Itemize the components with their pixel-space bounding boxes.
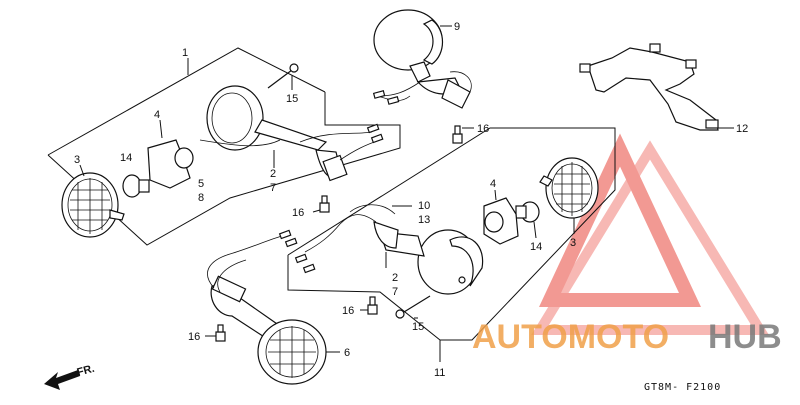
- callout-5: 5: [198, 178, 204, 190]
- connector-9: [372, 90, 400, 105]
- callout-15-bottom: 15: [412, 321, 424, 333]
- watermark-text-primary: AUTOMOTO: [472, 318, 669, 356]
- front-direction-arrow-icon: [44, 370, 80, 390]
- lens-right: [539, 157, 599, 219]
- signal-9: [373, 9, 471, 109]
- signal-6: [210, 275, 327, 385]
- watermark-logo: [531, 133, 769, 335]
- callout-2-right: 2: [392, 272, 398, 284]
- callout-16-d: 16: [188, 331, 200, 343]
- callout-7-left: 7: [270, 182, 276, 194]
- callout-2-left: 2: [270, 168, 276, 180]
- socket-left: [147, 119, 194, 189]
- callout-3-right: 3: [570, 237, 576, 249]
- callout-9: 9: [454, 21, 460, 33]
- housing-left: [206, 85, 348, 182]
- connector-right: [294, 253, 316, 274]
- direction-label: FR.: [76, 363, 96, 379]
- watermark-text-secondary: HUB: [708, 318, 782, 356]
- callout-10: 10: [418, 200, 430, 212]
- callout-16-a: 16: [292, 207, 304, 219]
- callout-3-left: 3: [74, 154, 80, 166]
- bulb-left: [122, 174, 150, 198]
- callout-1: 1: [182, 47, 188, 59]
- callout-4-right: 4: [490, 178, 496, 190]
- screw-15-bottom: [395, 295, 431, 319]
- callout-12: 12: [736, 123, 748, 135]
- callout-8: 8: [198, 192, 204, 204]
- connector-6: [278, 229, 298, 248]
- callout-15-top: 15: [286, 93, 298, 105]
- screw-15-top: [267, 63, 299, 90]
- callout-14-right: 14: [530, 241, 542, 253]
- socket-right: [483, 189, 519, 245]
- bolt-16-c: [360, 296, 378, 315]
- callout-11: 11: [434, 367, 445, 379]
- callout-4-left: 4: [154, 109, 160, 121]
- callout-16-b: 16: [477, 123, 489, 135]
- callout-7-right: 7: [392, 286, 398, 298]
- callout-14-left: 14: [120, 152, 132, 164]
- lens-left: [61, 172, 125, 238]
- diagram-code: GT8M- F2100: [644, 382, 721, 393]
- housing-right: [373, 221, 484, 295]
- callout-13: 13: [418, 214, 430, 226]
- callout-16-c: 16: [342, 305, 354, 317]
- group-1-outline: [47, 47, 401, 246]
- bracket-12: [579, 43, 719, 131]
- bulb-right: [515, 201, 540, 223]
- callout-6: 6: [344, 347, 350, 359]
- bolt-16-b: [452, 125, 474, 144]
- bolt-16-a: [312, 195, 330, 213]
- connector-left: [366, 123, 384, 144]
- bolt-16-d: [205, 324, 226, 342]
